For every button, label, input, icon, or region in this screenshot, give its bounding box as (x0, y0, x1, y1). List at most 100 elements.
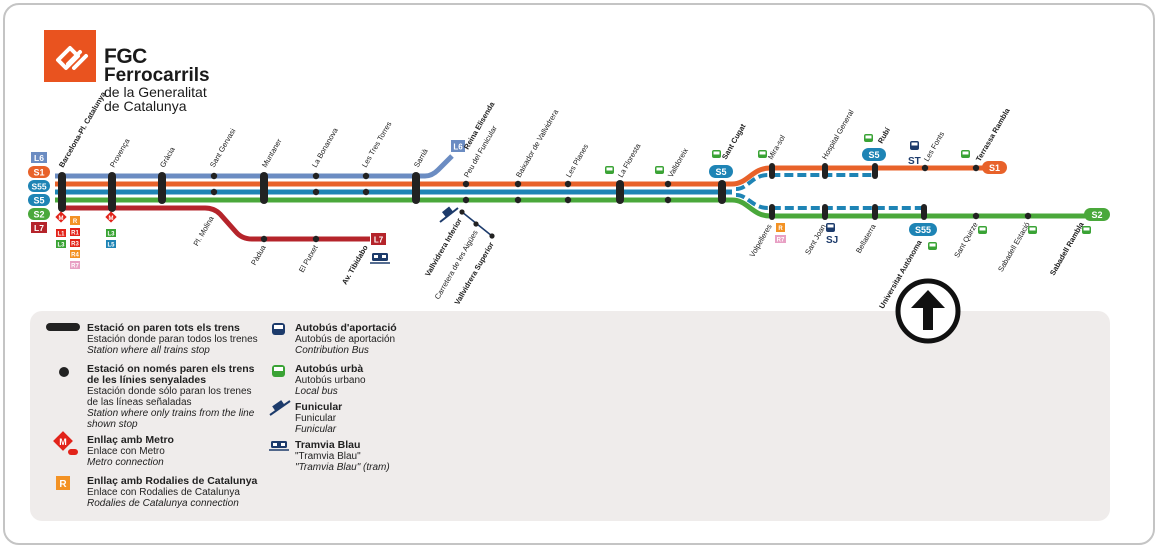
svg-text:S1: S1 (989, 163, 1000, 173)
svg-text:S5: S5 (715, 167, 726, 177)
svg-text:M: M (59, 216, 64, 222)
svg-text:M: M (109, 216, 114, 222)
svg-text:L1: L1 (57, 232, 65, 238)
station-hospital-general: Hospital General (820, 108, 856, 161)
bus-icon-mira-sol (758, 150, 767, 158)
station-sant-cugat: Sant Cugat (720, 122, 748, 161)
svg-text:S2: S2 (33, 210, 44, 220)
svg-text:S5: S5 (33, 196, 44, 206)
terminal-badge-l7: L7 (371, 233, 386, 245)
brand-line-1: Ferrocarrils (104, 65, 210, 86)
line-badge-s2: S2 (28, 208, 50, 220)
svg-text:R4: R4 (71, 253, 79, 259)
svg-text:R7: R7 (71, 264, 79, 270)
svg-text:S55: S55 (915, 225, 931, 235)
badge-s5-rubi: S5 (862, 148, 886, 161)
bus-icon-la-floresta (605, 166, 614, 174)
tram-icon-tibidabo (370, 253, 390, 264)
bus-icon-sabadell-estacio (1028, 226, 1037, 234)
line-badge-l7: L7 (31, 222, 47, 233)
svg-text:R7: R7 (777, 238, 785, 244)
legend-urban-bus: Autobús urbà Autobús urbano Local bus (295, 363, 366, 398)
station-markers-all (58, 172, 726, 212)
bus-icon-st (910, 141, 919, 150)
legend-some-trains: Estació on només paren els trens de les … (87, 363, 255, 431)
bus-icon-valldoreix (655, 166, 664, 174)
bus-icon-sant-quirze (978, 226, 987, 234)
bus-icon-uab (928, 242, 937, 250)
station-valldoreix: Valldoreix (666, 146, 690, 179)
station-padua: Pàdua (249, 243, 268, 267)
rodalies-tag-r4: R4 (70, 250, 80, 259)
svg-text:L3: L3 (107, 232, 115, 238)
station-les-tres-torres: Les Tres Torres (360, 120, 394, 169)
bus-icon-rubi (864, 134, 873, 142)
line-s5-branch (735, 173, 875, 191)
line-l6 (55, 154, 454, 179)
bus-icon-sabadell-rambla (1082, 226, 1091, 234)
station-terrassa-rambla: Terrassa Rambla (974, 106, 1012, 163)
rodalies-tag-r-bcn: R (70, 216, 80, 225)
svg-text:M: M (59, 437, 67, 447)
svg-text:S55: S55 (31, 182, 46, 192)
station-markers-some (210, 164, 1032, 243)
legend-panel (30, 311, 1110, 521)
line-badge-l6: L6 (31, 152, 47, 163)
terminal-badge-s2: S2 (1084, 208, 1110, 221)
legend-metro: Enllaç amb Metro Enlace con Metro Metro … (87, 434, 174, 469)
station-rubi: Rubí (876, 125, 893, 145)
bus-icon-terrassa (961, 150, 970, 158)
station-les-planes: Les Planes (564, 142, 590, 179)
station-sabadell-rambla: Sabadell Rambla (1048, 220, 1086, 277)
rodalies-tag-r7: R7 (70, 261, 80, 270)
branch-markers (769, 163, 927, 220)
station-bellaterra: Bellaterra (854, 222, 878, 255)
svg-text:L6: L6 (453, 143, 463, 152)
station-gracia: Gràcia (158, 145, 177, 169)
station-mira-sol: Mira-sol (766, 133, 787, 161)
brand-line-2: de la Generalitat (104, 84, 207, 100)
station-barcelona: Barcelona-Pl. Catalunya (57, 89, 108, 169)
legend-tram: Tramvia Blau "Tramvia Blau" "Tramvia Bla… (295, 439, 390, 474)
station-sarria: Sarrià (412, 146, 430, 169)
rodalies-tag-r-volpelleres: R (776, 223, 785, 232)
legend-urban-bus-icon (272, 365, 285, 377)
svg-text:R: R (73, 219, 78, 225)
line-s55-branch (735, 193, 922, 210)
brand-name: FGC (104, 45, 147, 68)
station-muntaner: Muntaner (260, 137, 284, 169)
legend-all-trains: Estació on paren tots els trens Estación… (87, 322, 258, 357)
svg-text:L7: L7 (374, 236, 384, 245)
badge-sj: SJ (826, 235, 838, 246)
terminal-badge-l6: L6 (451, 140, 465, 152)
svg-text:L6: L6 (34, 153, 44, 163)
badge-s5-sant-cugat: S5 (709, 165, 733, 178)
station-la-floresta: La Floresta (616, 141, 643, 179)
line-l7 (60, 205, 370, 242)
funicular-icon-map (439, 206, 459, 223)
metro-tag-l5: L5 (106, 240, 116, 249)
svg-text:L5: L5 (107, 243, 115, 249)
rodalies-tag-r1: R1 (70, 228, 80, 237)
line-badge-s55: S55 (28, 180, 50, 192)
north-arrow-icon (895, 278, 961, 344)
station-baixador-vallvidrera: Baixador de Vallvidrera (514, 107, 561, 179)
svg-text:R3: R3 (71, 242, 79, 248)
station-provenca: Provença (108, 136, 132, 169)
legend-some-trains-icon (59, 367, 69, 377)
station-sabadell-estacio: Sabadell Estació (996, 221, 1032, 274)
svg-text:S1: S1 (33, 168, 44, 178)
fgc-logo-icon (44, 30, 96, 82)
bus-icon-sj (826, 223, 835, 232)
rodalies-tag-r3: R3 (70, 239, 80, 248)
svg-text:L3: L3 (57, 243, 65, 249)
station-la-bonanova: La Bonanova (310, 125, 340, 169)
station-sant-joan: Sant Joan (803, 223, 828, 257)
legend-feeder-bus-icon (272, 323, 285, 335)
legend-tram-icon (269, 441, 289, 451)
metro-tag-l3-provenca: L3 (106, 229, 116, 238)
station-el-putxet: El Putxet (297, 243, 320, 274)
bus-icon-sant-cugat (712, 150, 721, 158)
station-sant-gervasi: Sant Gervasi (208, 127, 238, 169)
line-badge-s1: S1 (28, 166, 50, 178)
